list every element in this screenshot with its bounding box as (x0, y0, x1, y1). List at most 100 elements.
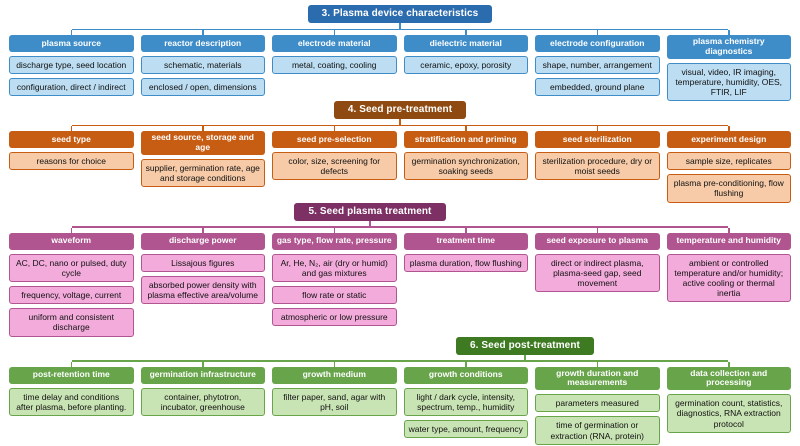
column-item: shape, number, arrangement (535, 56, 660, 75)
connector-stub (596, 30, 598, 35)
column-item: filter paper, sand, agar with pH, soil (272, 387, 397, 416)
connector-lines-seed-plasma-treatment (9, 220, 791, 228)
connector-stub (596, 126, 598, 132)
column-item: germination synchronization, soaking see… (403, 152, 528, 181)
connector-stub (465, 30, 467, 35)
connector-stub (202, 30, 204, 35)
column-item: parameters measured (535, 394, 660, 413)
column-header: plasma source (9, 35, 134, 52)
column-header: post-retention time (9, 366, 134, 384)
connector-stub (202, 361, 204, 367)
column-item: sterilization procedure, dry or moist se… (535, 152, 660, 181)
column-item: direct or indirect plasma, plasma-seed g… (535, 253, 660, 293)
column-item: Lissajous figures (140, 253, 265, 272)
connector-stub (70, 361, 72, 367)
column-item: ambient or controlled temperature and/or… (666, 253, 791, 303)
column-item: absorbed power density with plasma effec… (140, 275, 265, 305)
column-item: time of germination or extraction (RNA, … (535, 416, 660, 445)
connector-stub (728, 126, 730, 132)
column-seed-pre-treatment-4: seed sterilization sterilization procedur… (535, 126, 660, 203)
column-item: water type, amount, frequency (403, 419, 528, 439)
column-header: seed exposure to plasma (535, 232, 660, 250)
connector-lines-plasma-device-characteristics (9, 23, 791, 30)
connector-stub (70, 126, 72, 132)
column-seed-post-treatment-0: post-retention time time delay and condit… (9, 361, 134, 445)
column-seed-plasma-treatment-5: temperature and humidity ambient or contr… (666, 227, 791, 337)
column-header: seed sterilization (535, 131, 660, 149)
column-header: gas type, flow rate, pressure (272, 232, 397, 250)
column-item: metal, coating, cooling (272, 56, 397, 75)
column-header: discharge power (140, 232, 265, 250)
column-header: temperature and humidity (666, 232, 791, 250)
column-plasma-device-characteristics-5: plasma chemistry diagnostics visual, vide… (666, 30, 791, 102)
connector-stub (465, 227, 467, 233)
column-header: seed pre-selection (272, 131, 397, 149)
connector-stub (70, 227, 72, 233)
column-item: supplier, germination rate, age and stor… (140, 158, 265, 187)
section-seed-pre-treatment: 4. Seed pre-treatment seed type reasons fo… (9, 101, 791, 203)
column-item: configuration, direct / indirect (9, 78, 134, 97)
column-seed-plasma-treatment-4: seed exposure to plasma direct or indirec… (535, 227, 660, 337)
connector-stub (70, 30, 72, 35)
column-plasma-device-characteristics-1: reactor description schematic, materials e… (140, 30, 265, 101)
column-plasma-device-characteristics-2: electrode material metal, coating, coolin… (272, 30, 397, 101)
columns-seed-post-treatment: post-retention time time delay and condit… (9, 361, 791, 445)
section-header-row-seed-pre-treatment: 4. Seed pre-treatment (9, 101, 791, 120)
connector-stub (333, 227, 335, 233)
column-header: dielectric material (403, 35, 528, 52)
column-item: flow rate or static (272, 286, 397, 305)
column-item: uniform and consistent discharge (9, 308, 134, 337)
column-item: embedded, ground plane (535, 78, 660, 97)
connector-stub (728, 30, 730, 35)
column-item: visual, video, IR imaging, temperature, … (666, 62, 791, 102)
section-title-seed-plasma-treatment: 5. Seed plasma treatment (294, 202, 446, 221)
column-header: data collection and processing (666, 366, 791, 391)
column-plasma-device-characteristics-3: dielectric material ceramic, epoxy, poros… (403, 30, 528, 101)
column-seed-pre-treatment-2: seed pre-selection color, size, screening… (272, 126, 397, 203)
column-seed-pre-treatment-0: seed type reasons for choice (9, 126, 134, 203)
section-header-row-plasma-device-characteristics: 3. Plasma device characteristics (9, 5, 791, 23)
column-item: schematic, materials (140, 56, 265, 75)
column-item: frequency, voltage, current (9, 286, 134, 305)
connector-stub (596, 227, 598, 233)
connector-stub (728, 361, 730, 367)
column-header: treatment time (403, 232, 528, 250)
column-header: plasma chemistry diagnostics (666, 35, 791, 59)
column-item: plasma pre-conditioning, flow flushing (666, 174, 791, 203)
column-header: electrode material (272, 35, 397, 52)
column-item: discharge type, seed location (9, 56, 134, 75)
section-header-row-seed-post-treatment: 6. Seed post-treatment (9, 336, 791, 355)
column-header: experiment design (666, 131, 791, 149)
column-item: time delay and conditions after plasma, … (9, 387, 134, 416)
column-item: reasons for choice (9, 152, 134, 171)
column-item: atmospheric or low pressure (272, 308, 397, 327)
section-header-row-seed-plasma-treatment: 5. Seed plasma treatment (9, 202, 791, 221)
column-header: seed type (9, 131, 134, 149)
column-item: ceramic, epoxy, porosity (403, 56, 528, 75)
connector-stub (333, 126, 335, 132)
columns-plasma-device-characteristics: plasma source discharge type, seed locati… (9, 30, 791, 102)
column-item: color, size, screening for defects (272, 152, 397, 181)
connector-stub (596, 361, 598, 367)
column-item: enclosed / open, dimensions (140, 78, 265, 97)
column-item: container, phytotron, incubator, greenho… (140, 387, 265, 416)
column-header: reactor description (140, 35, 265, 52)
connector-stub (465, 126, 467, 132)
connector-stub (728, 227, 730, 233)
connector-stub (333, 30, 335, 35)
column-item: AC, DC, nano or pulsed, duty cycle (9, 253, 134, 283)
